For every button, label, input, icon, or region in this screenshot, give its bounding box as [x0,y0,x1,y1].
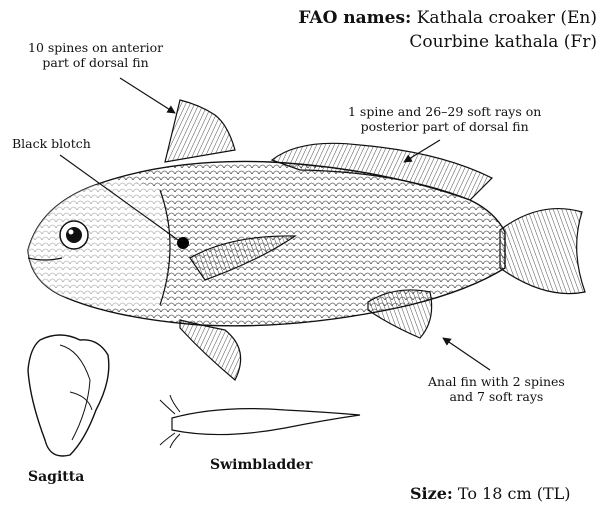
swimbladder-drawing [172,409,360,435]
fish-head [28,182,168,308]
arrow-anal-fin [443,338,490,370]
caudal-fin [500,209,585,294]
arrow-dorsal-anterior [120,78,175,113]
pupil [66,227,82,243]
sagitta-drawing [28,335,109,456]
dorsal-fin-anterior [165,100,235,162]
black-blotch [177,237,189,249]
pelvic-fin [180,320,241,380]
